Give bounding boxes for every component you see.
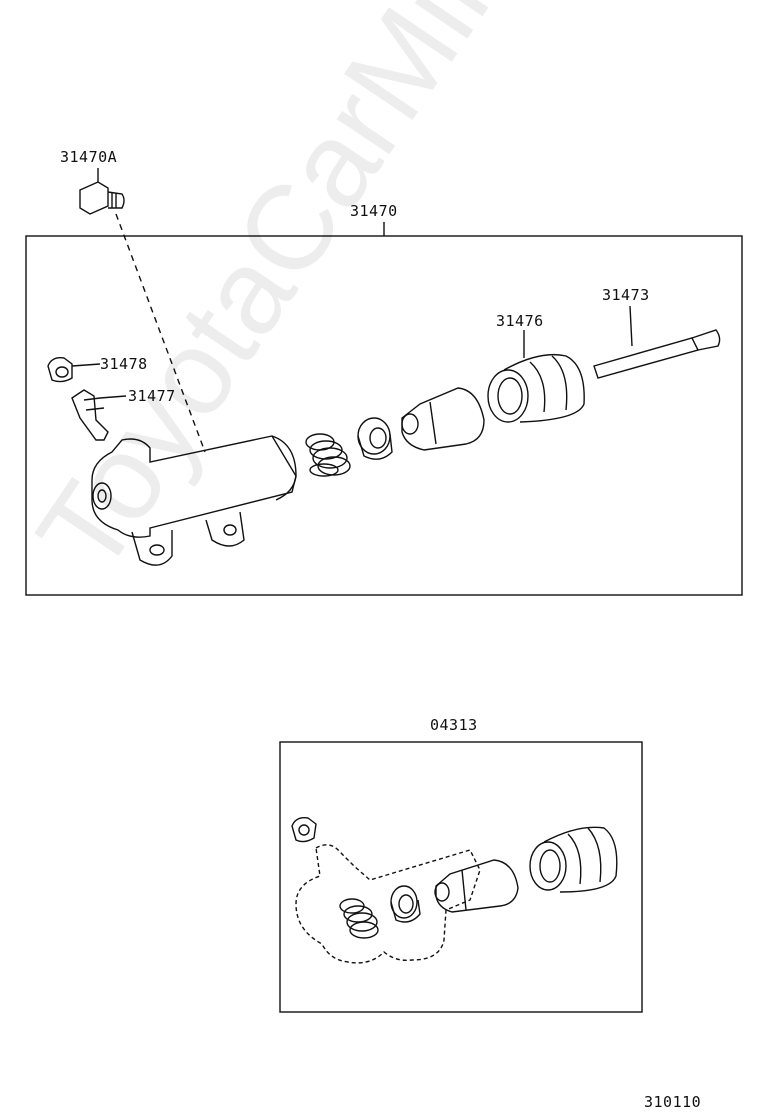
spring-part <box>305 433 351 477</box>
kit-spring-part <box>339 898 379 939</box>
label-kit: 04313 <box>430 716 478 734</box>
cap-part <box>47 356 101 383</box>
kit-body-part <box>295 844 481 964</box>
kit-piston-part <box>434 859 519 913</box>
diagram-code: 310110 <box>644 1093 702 1111</box>
cylinder-body-part <box>91 435 297 566</box>
label-assembly: 31470 <box>350 202 398 220</box>
kit-boot-part <box>529 826 618 893</box>
kit-cap-part <box>291 816 317 843</box>
boot-part <box>487 330 585 423</box>
push-rod-part <box>593 305 721 379</box>
bolt-part <box>79 168 125 215</box>
label-boot: 31476 <box>496 312 544 330</box>
bolt-dash-line <box>115 213 206 453</box>
piston-part <box>401 387 485 451</box>
label-bolt: 31470A <box>60 148 118 166</box>
seal-part <box>357 417 393 460</box>
bleeder-plug-part <box>71 389 127 441</box>
kit-seal-part <box>390 885 421 923</box>
label-push-rod: 31473 <box>602 286 650 304</box>
label-bleeder-plug: 31477 <box>128 387 176 405</box>
label-cap: 31478 <box>100 355 148 373</box>
kit-frame <box>279 741 643 1013</box>
